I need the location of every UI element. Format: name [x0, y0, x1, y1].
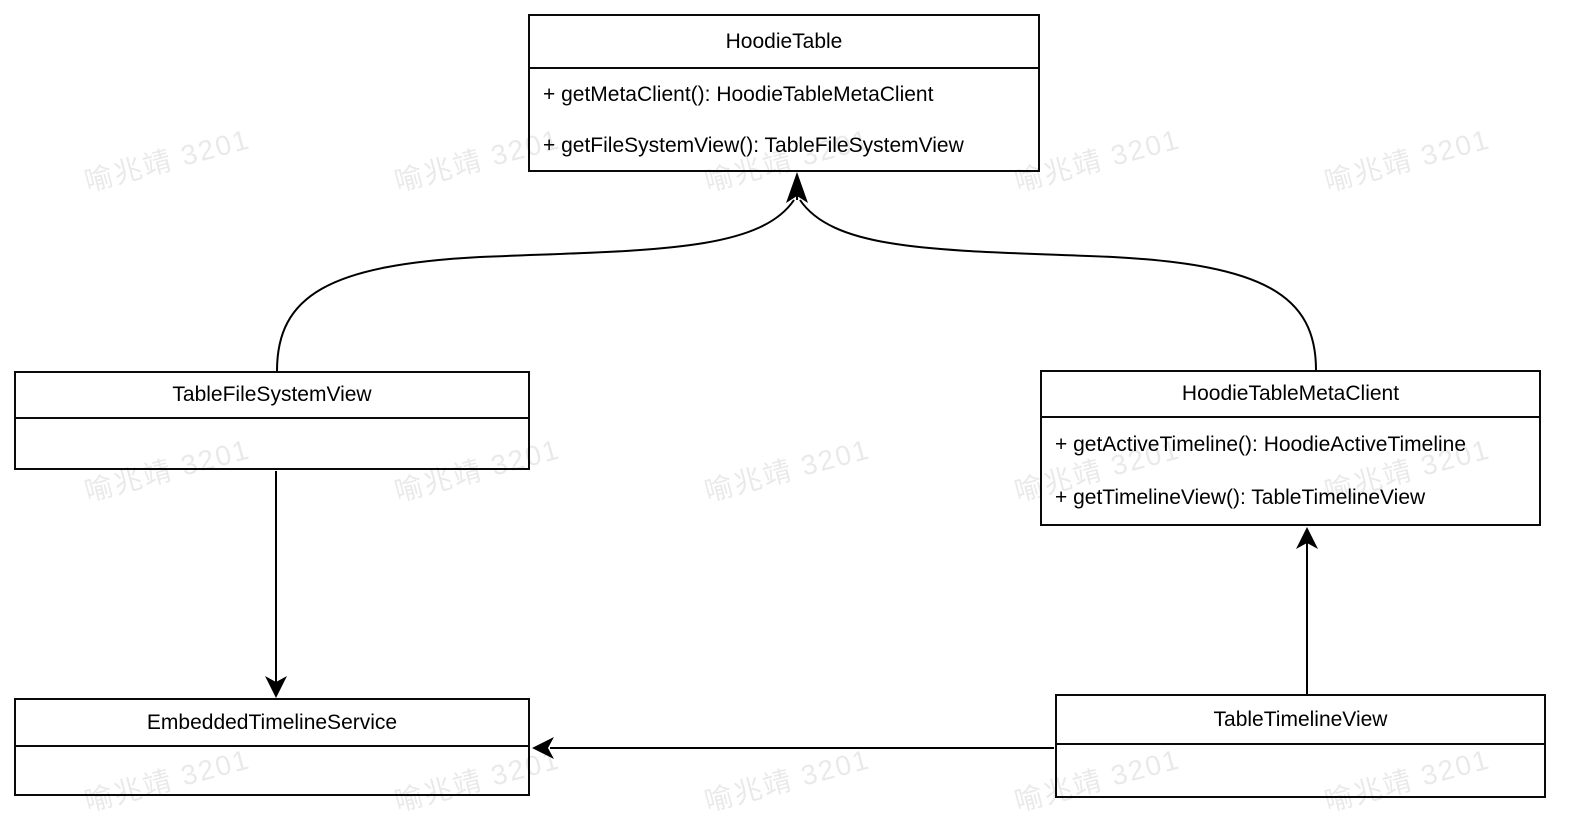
- watermark-text: 喻兆靖 3201: [701, 743, 874, 818]
- class-body-empty: [16, 419, 528, 468]
- class-title: TableTimelineView: [1057, 696, 1544, 745]
- class-body-empty: [1057, 745, 1544, 794]
- class-title: HoodieTable: [530, 16, 1038, 69]
- method-getactivetimeline: + getActiveTimeline(): HoodieActiveTimel…: [1055, 432, 1467, 456]
- class-box-tabletimelineview: TableTimelineView: [1055, 694, 1546, 798]
- method-gettimelineview: + getTimelineView(): TableTimelineView: [1055, 485, 1426, 509]
- class-box-hoodietablemetaclient: HoodieTableMetaClient + getActiveTimelin…: [1040, 370, 1541, 526]
- edge-tablefilesystemview-to-embeddedtimelineservice: [265, 471, 287, 698]
- method-getfilesystemview: + getFileSystemView(): TableFileSystemVi…: [543, 133, 964, 157]
- watermark-text: 喻兆靖 3201: [1321, 123, 1494, 198]
- watermark-text: 喻兆靖 3201: [701, 433, 874, 508]
- watermark-text: 喻兆靖 3201: [81, 123, 254, 198]
- class-title: TableFileSystemView: [16, 373, 528, 419]
- class-box-hoodietable: HoodieTable + getMetaClient(): HoodieTab…: [528, 14, 1040, 172]
- class-title: EmbeddedTimelineService: [16, 700, 528, 747]
- class-body: + getActiveTimeline(): HoodieActiveTimel…: [1042, 418, 1539, 524]
- edge-tabletimelineview-to-embeddedtimelineservice: [532, 737, 1054, 759]
- class-title: HoodieTableMetaClient: [1042, 372, 1539, 418]
- class-body: + getMetaClient(): HoodieTableMetaClient…: [530, 69, 1038, 171]
- edge-tabletimelineview-to-hoodietablemetaclient: [1296, 527, 1318, 694]
- class-body-empty: [16, 747, 528, 792]
- edge-tablefilesystemview-to-hoodietable: [276, 199, 795, 372]
- method-getmetaclient: + getMetaClient(): HoodieTableMetaClient: [543, 82, 934, 106]
- class-box-tablefilesystemview: TableFileSystemView: [14, 371, 530, 470]
- arrowhead-up-hoodietable-icon: [786, 172, 808, 203]
- edge-hoodietablemetaclient-to-hoodietable: [799, 199, 1317, 371]
- class-box-embeddedtimelineservice: EmbeddedTimelineService: [14, 698, 530, 796]
